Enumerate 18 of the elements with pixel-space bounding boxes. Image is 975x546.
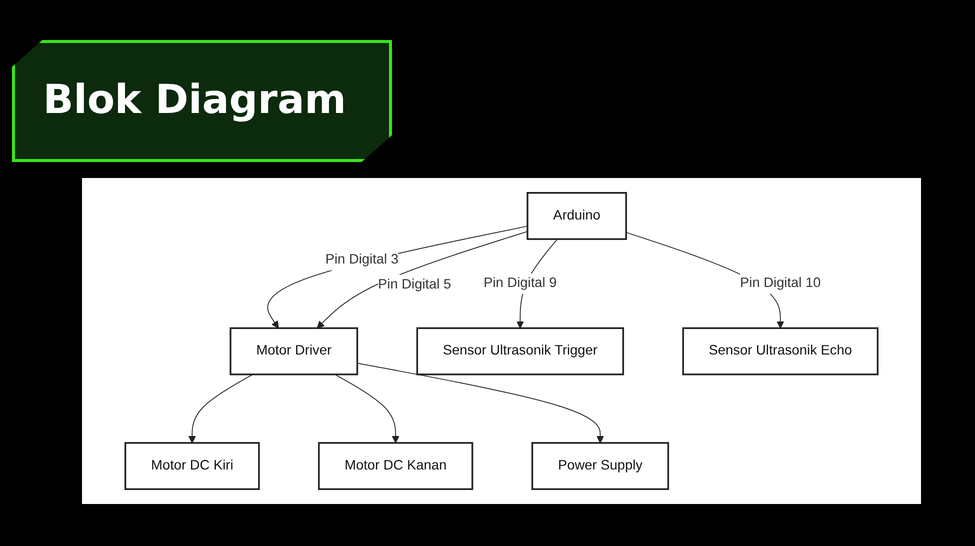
edge-label: Pin Digital 9 — [484, 276, 557, 290]
arrow — [334, 374, 400, 444]
node-box — [531, 442, 670, 490]
edge-label: Pin Digital 10 — [740, 276, 821, 290]
node-box — [416, 327, 624, 376]
node-box — [124, 442, 260, 490]
edge-label: Pin Digital 3 — [325, 252, 398, 268]
node-box — [318, 442, 474, 490]
diagram-panel: Pin Digital 3 Pin Digital 5 Pin Digital 9 Pin Digital 10 Arduino Motor Driver Sensor Ultrasonik Trigger Sensor Ultrasonik Echo Motor DC Kiri Motor DC Kanan Power Supply — [82, 178, 921, 504]
node-box — [526, 192, 627, 240]
arrow — [356, 362, 604, 444]
edge-label: Pin Digital 5 — [378, 277, 452, 292]
arrow — [267, 226, 528, 328]
node-box — [230, 327, 358, 376]
node-box — [682, 327, 879, 376]
arrow — [316, 231, 528, 328]
arrow — [188, 374, 254, 444]
slide-title: Blok Diagram — [12, 40, 392, 162]
